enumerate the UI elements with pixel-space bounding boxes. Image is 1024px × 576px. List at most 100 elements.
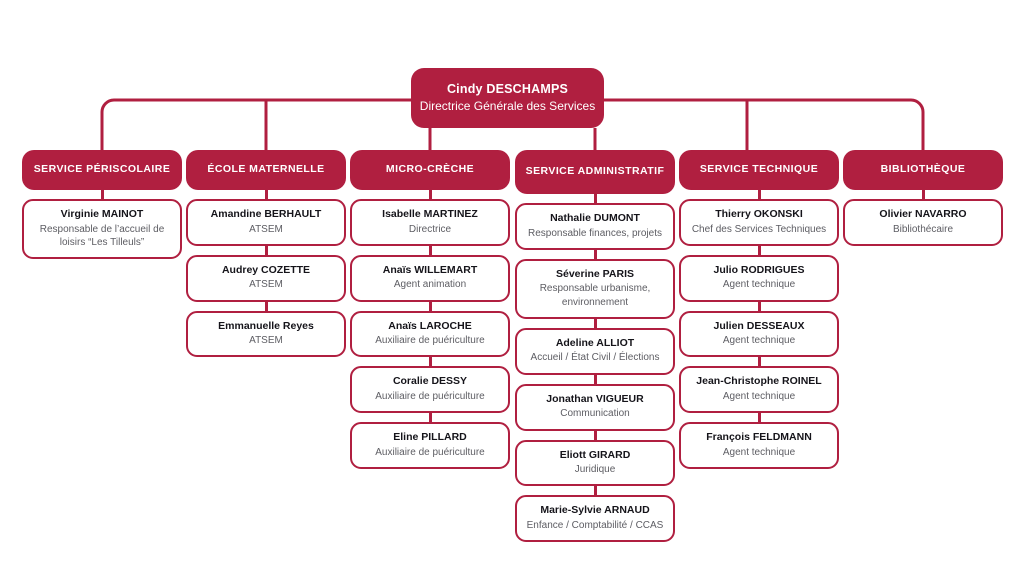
root-name: Cindy DESCHAMPS: [446, 81, 569, 96]
dept-header[interactable]: SERVICE ADMINISTRATIF: [515, 150, 675, 194]
column-ecole-maternelle: ÉCOLE MATERNELLE Amandine BERHAULT ATSEM…: [186, 150, 346, 358]
staff-role: Chef des Services Techniques: [691, 223, 827, 235]
dept-header[interactable]: MICRO-CRÈCHE: [350, 150, 510, 190]
staff-name: Virginie MAINOT: [60, 208, 144, 220]
staff-name: François FELDMANN: [706, 431, 812, 444]
staff-name: Thierry OKONSKI: [715, 208, 803, 220]
connector-stub: [100, 190, 104, 199]
staff-card[interactable]: Julio RODRIGUES Agent technique: [679, 254, 839, 302]
connector-stub: [593, 249, 597, 259]
connector-stub: [921, 190, 925, 199]
staff-name: Coralie DESSY: [392, 375, 468, 388]
staff-card[interactable]: Amandine BERHAULT ATSEM: [186, 199, 346, 246]
staff-role: Directrice: [408, 223, 452, 235]
staff-name: Adeline ALLIOT: [555, 336, 635, 349]
staff-name: Eliott GIRARD: [559, 448, 631, 461]
staff-name: Jonathan VIGUEUR: [546, 392, 644, 405]
staff-role: Responsable finances, projets: [528, 227, 662, 239]
staff-name: Olivier NAVARRO: [879, 208, 967, 220]
staff-name: Anaïs LAROCHE: [388, 319, 472, 332]
staff-name: Emmanuelle Reyes: [218, 319, 314, 332]
connector-stub: [757, 301, 761, 311]
staff-role: Enfance / Comptabilité / CCAS: [526, 519, 664, 531]
column-service-technique: SERVICE TECHNIQUE Thierry OKONSKI Chef d…: [679, 150, 839, 470]
connector-stub: [757, 190, 761, 199]
staff-name: Julien DESSEAUX: [713, 319, 805, 332]
staff-name: Audrey COZETTE: [221, 263, 311, 276]
staff-role: Agent technique: [722, 446, 796, 458]
staff-role: Responsable de l’accueil de loisirs “Les…: [39, 223, 165, 248]
staff-role: Responsable urbanisme, environnement: [539, 283, 651, 308]
staff-role: Agent technique: [722, 279, 796, 291]
staff-card[interactable]: Thierry OKONSKI Chef des Services Techni…: [679, 199, 839, 246]
column-service-periscolaire: SERVICE PÉRISCOLAIRE Virginie MAINOT Res…: [22, 150, 182, 260]
staff-role: Juridique: [574, 464, 616, 476]
staff-card[interactable]: Séverine PARIS Responsable urbanisme, en…: [515, 258, 675, 319]
staff-name: Anaïs WILLEMART: [382, 263, 478, 276]
connector-stub: [428, 190, 432, 199]
connector-stub: [428, 357, 432, 367]
dept-header[interactable]: ÉCOLE MATERNELLE: [186, 150, 346, 190]
column-micro-creche: MICRO-CRÈCHE Isabelle MARTINEZ Directric…: [350, 150, 510, 470]
staff-name: Amandine BERHAULT: [210, 208, 322, 220]
dept-header[interactable]: SERVICE TECHNIQUE: [679, 150, 839, 190]
connector-stub: [264, 190, 268, 199]
staff-card[interactable]: Anaïs LAROCHE Auxiliaire de puériculture: [350, 310, 510, 358]
staff-card[interactable]: Julien DESSEAUX Agent technique: [679, 310, 839, 358]
staff-role: Agent technique: [722, 391, 796, 403]
staff-card[interactable]: Audrey COZETTE ATSEM: [186, 254, 346, 302]
staff-name: Séverine PARIS: [555, 267, 634, 280]
staff-card[interactable]: Emmanuelle Reyes ATSEM: [186, 310, 346, 358]
connector-stub: [428, 245, 432, 255]
staff-role: Accueil / État Civil / Élections: [530, 352, 660, 364]
dept-header[interactable]: SERVICE PÉRISCOLAIRE: [22, 150, 182, 190]
staff-name: Eline PILLARD: [393, 431, 467, 444]
staff-card[interactable]: Marie-Sylvie ARNAUD Enfance / Comptabili…: [515, 495, 675, 543]
staff-name: Julio RODRIGUES: [713, 263, 805, 276]
staff-name: Isabelle MARTINEZ: [382, 208, 478, 220]
connector-stub: [264, 301, 268, 311]
staff-card[interactable]: Coralie DESSY Auxiliaire de puériculture: [350, 366, 510, 414]
staff-role: Bibliothécaire: [892, 223, 954, 235]
connector-stub: [264, 245, 268, 255]
connector-stub: [593, 486, 597, 496]
staff-card[interactable]: Adeline ALLIOT Accueil / État Civil / Él…: [515, 327, 675, 375]
staff-card[interactable]: Nathalie DUMONT Responsable finances, pr…: [515, 203, 675, 250]
staff-name: Nathalie DUMONT: [550, 212, 640, 224]
staff-card[interactable]: Jean-Christophe ROINEL Agent technique: [679, 366, 839, 414]
staff-card[interactable]: Jonathan VIGUEUR Communication: [515, 383, 675, 431]
column-bibliotheque: BIBLIOTHÈQUE Olivier NAVARRO Bibliothéca…: [843, 150, 1003, 246]
staff-card[interactable]: Eline PILLARD Auxiliaire de puériculture: [350, 422, 510, 470]
staff-name: Marie-Sylvie ARNAUD: [540, 504, 650, 517]
staff-card[interactable]: Anaïs WILLEMART Agent animation: [350, 254, 510, 302]
column-service-administratif: SERVICE ADMINISTRATIF Nathalie DUMONT Re…: [515, 150, 675, 543]
root-role: Directrice Générale des Services: [419, 98, 596, 113]
connector-stub: [593, 318, 597, 328]
staff-role: ATSEM: [249, 335, 283, 347]
staff-name: Jean-Christophe ROINEL: [696, 375, 822, 388]
staff-card[interactable]: Olivier NAVARRO Bibliothécaire: [843, 199, 1003, 246]
connector-stub: [593, 374, 597, 384]
staff-role: Auxiliaire de puériculture: [375, 335, 485, 347]
staff-role: Agent technique: [722, 335, 796, 347]
staff-card[interactable]: Isabelle MARTINEZ Directrice: [350, 199, 510, 246]
staff-role: ATSEM: [249, 223, 283, 235]
connector-stub: [757, 413, 761, 423]
staff-role: ATSEM: [249, 279, 283, 291]
root-node[interactable]: Cindy DESCHAMPS Directrice Générale des …: [411, 68, 604, 128]
staff-card[interactable]: Virginie MAINOT Responsable de l’accueil…: [22, 199, 182, 260]
connector-stub: [593, 194, 597, 203]
staff-card[interactable]: Eliott GIRARD Juridique: [515, 439, 675, 487]
connector-stub: [757, 245, 761, 255]
staff-card[interactable]: François FELDMANN Agent technique: [679, 422, 839, 470]
staff-role: Agent animation: [393, 279, 467, 291]
staff-role: Auxiliaire de puériculture: [375, 391, 485, 403]
dept-header[interactable]: BIBLIOTHÈQUE: [843, 150, 1003, 190]
staff-role: Communication: [560, 408, 630, 420]
connector-stub: [593, 430, 597, 440]
staff-role: Auxiliaire de puériculture: [375, 446, 485, 458]
connector-stub: [757, 357, 761, 367]
connector-stub: [428, 413, 432, 423]
